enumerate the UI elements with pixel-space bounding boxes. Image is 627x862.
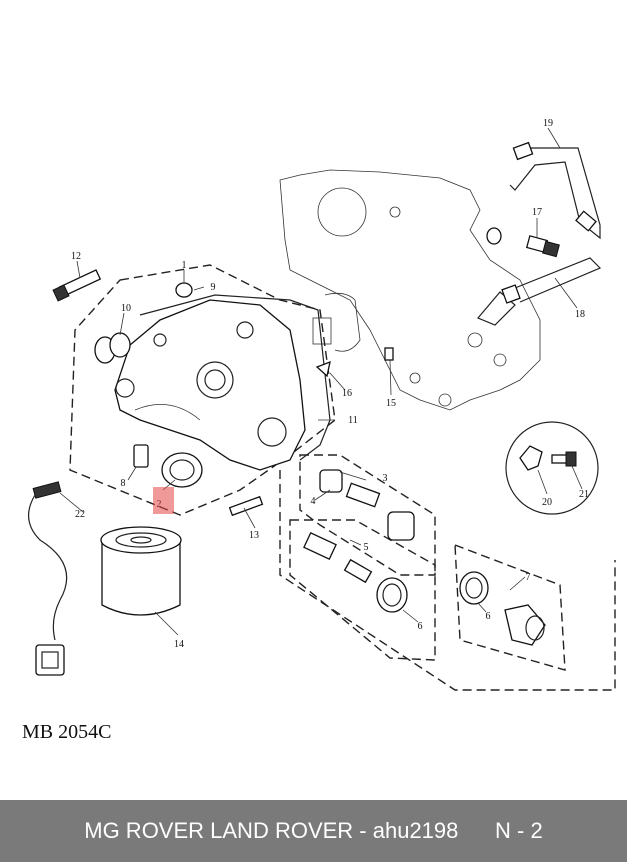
callout-1: 1 [182,260,187,271]
callout-14: 14 [174,639,184,650]
oil-pump-housing [114,299,306,471]
callout-12: 12 [71,251,81,262]
oil-filter-14 [100,526,182,616]
drawing-code: MB 2054C [22,721,112,743]
callout-10: 10 [121,303,131,314]
highlight-marker [153,487,174,514]
leader-lines [59,127,583,636]
callout-16: 16 [342,388,352,399]
exploded-parts-diagram: 1 2 3 4 5 6 6 7 8 9 10 11 12 13 14 15 16… [28,118,616,691]
oil-pressure-switch-22 [28,481,68,676]
callout-5: 5 [364,542,369,553]
callout-13: 13 [249,530,259,541]
callout-6a: 6 [418,621,423,632]
bolt-13 [228,495,264,517]
callout-3: 3 [383,473,388,484]
plug-10 [94,332,131,364]
callout-19: 19 [543,118,553,129]
spring-8 [133,444,149,468]
callout-4: 4 [311,496,316,507]
connector-17 [486,227,560,258]
callout-labels: 1 2 3 4 5 6 6 7 8 9 10 11 12 13 14 15 16… [71,118,589,650]
plug-15 [384,347,394,361]
callout-11: 11 [348,415,358,426]
callout-6b: 6 [486,611,491,622]
detail-bracket-20-21 [505,421,599,515]
gasket [139,294,331,461]
adapter-assembly-7 [459,571,546,646]
bolt-12 [52,269,102,302]
callout-21: 21 [579,489,589,500]
callout-17: 17 [532,207,542,218]
pipes-18-19 [477,141,602,326]
cap-9 [175,282,193,298]
engine-block [279,169,541,411]
clip-16 [315,360,331,378]
footer-bar: MG ROVER LAND ROVER - ahu2198 N - 2 [0,800,627,862]
callout-20: 20 [542,497,552,508]
oil-seal-2 [161,452,203,488]
callout-18: 18 [575,309,585,320]
callout-8: 8 [121,478,126,489]
footer-text: MG ROVER LAND ROVER - ahu2198 N - 2 [84,818,543,843]
callout-22: 22 [75,509,85,520]
callout-9: 9 [211,282,216,293]
callout-7: 7 [526,572,531,583]
relief-valve-parts [303,469,415,613]
callout-15: 15 [386,398,396,409]
